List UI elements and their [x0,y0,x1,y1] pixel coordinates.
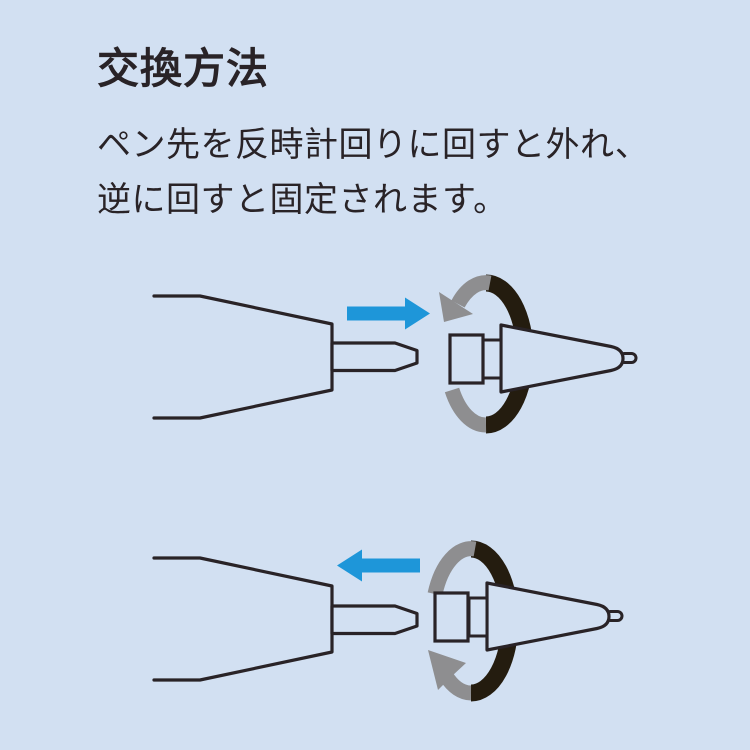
direction-arrow-right-icon [347,297,430,330]
rotation-band-front-bottom [439,671,472,701]
tip-step [481,338,503,380]
rotation-arrowhead [428,650,466,690]
tip-collar [433,591,470,643]
rotation-band-front-top [427,541,477,596]
tip-cone [499,323,625,394]
pen-barrel [152,556,334,682]
refill-connector [330,604,419,636]
tip-cone [485,581,611,652]
rotation-band-front-bottom [444,387,487,433]
tip-step [467,596,489,638]
pen-tip-shape [448,323,638,394]
pen-body-shape [152,294,419,420]
diagram-attach-step [152,540,624,702]
instruction-text: ペン先を反時計回りに回すと外れ、 逆に回すと固定されます。 [97,118,649,228]
rotation-band-front-top [451,275,492,308]
direction-arrow-left-icon [337,549,420,582]
tip-collar [448,333,485,385]
instruction-line-2: 逆に回すと固定されます。 [97,181,508,219]
pen-tip-shape [433,581,624,652]
pen-barrel [152,294,334,420]
page-title: 交換方法 [97,45,270,92]
diagram-remove-step [152,274,638,434]
instruction-line-1: ペン先を反時計回りに回すと外れ、 [97,126,650,164]
pen-body-shape [152,556,419,682]
rotation-arrowhead [439,292,473,322]
rotation-arrow-clockwise-icon [427,540,519,702]
refill-connector [330,341,419,373]
